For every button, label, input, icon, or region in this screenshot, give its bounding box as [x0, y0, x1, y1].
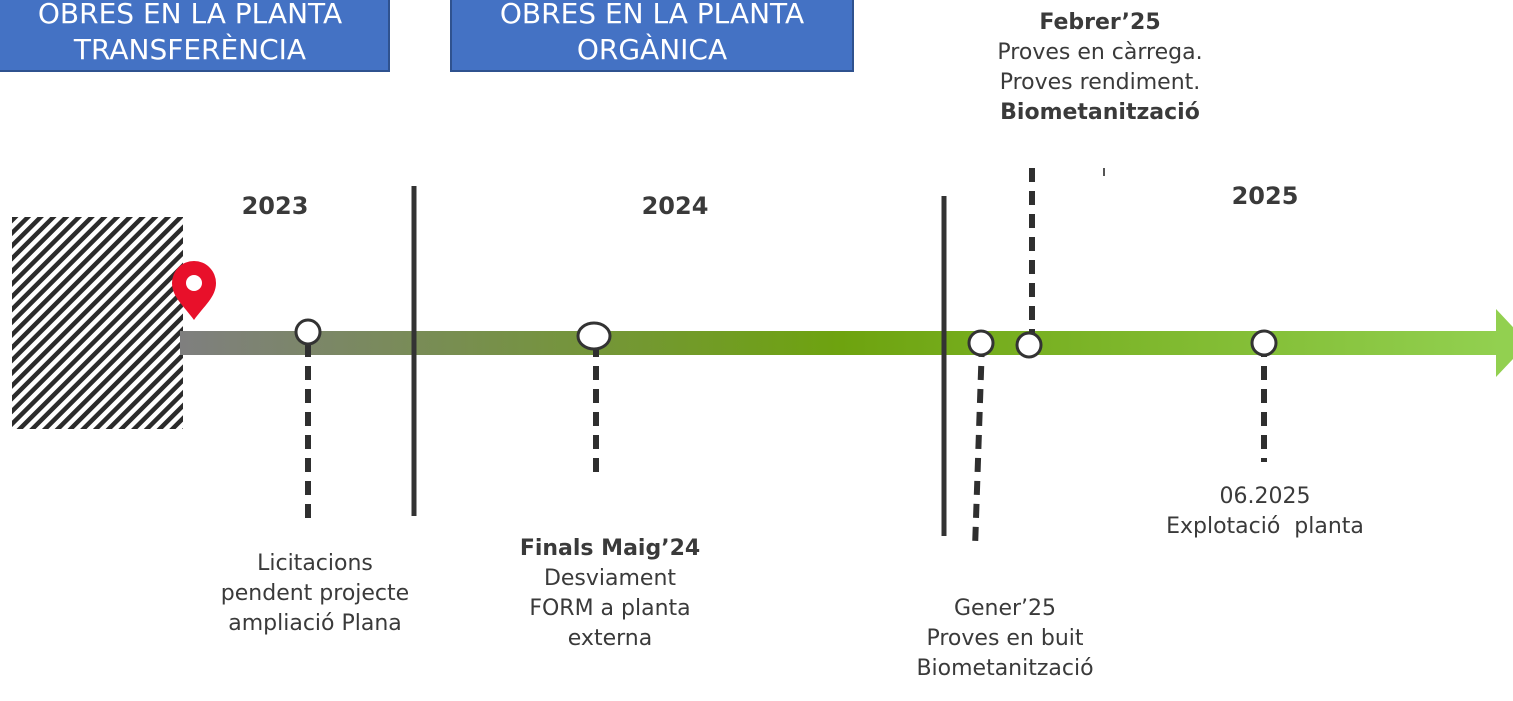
milestone-dot-febrer25: [1015, 331, 1043, 359]
label-febrer25-title: Febrer’25: [1039, 10, 1161, 35]
year-2025: 2025: [1231, 182, 1299, 210]
milestone-dot-juny25: [1250, 329, 1278, 357]
label-maig24-line2: FORM a planta: [529, 596, 691, 621]
label-licitacions-line3: ampliació Plana: [228, 611, 402, 636]
label-juny25: 06.2025 Explotació planta: [1140, 482, 1390, 542]
label-febrer25-line2: Proves rendiment.: [999, 70, 1201, 95]
label-licitacions-line1: Licitacions: [257, 551, 373, 576]
milestone-dot-maig24: [576, 321, 612, 351]
label-maig24-title: Finals Maig’24: [519, 536, 701, 561]
milestone-dot-licitacions: [294, 318, 322, 346]
milestone-dot-gener25: [967, 329, 995, 357]
box-obres-transferencia: OBRES EN LA PLANTA TRANSFERÈNCIA: [0, 0, 390, 72]
box-transfer-line1: OBRES EN LA PLANTA: [37, 0, 343, 30]
location-pin-icon: [172, 261, 216, 320]
label-juny25-line1: 06.2025: [1219, 484, 1311, 509]
year-2024: 2024: [641, 192, 709, 220]
label-febrer25-line1: Proves en càrrega.: [997, 40, 1203, 65]
hatched-block: [12, 217, 183, 429]
label-gener25-line3: Biometanització: [916, 656, 1094, 681]
label-maig24-line1: Desviament: [543, 566, 677, 591]
label-febrer25: Febrer’25 Proves en càrrega. Proves rend…: [950, 8, 1250, 128]
label-maig24-line3: externa: [567, 626, 653, 651]
label-febrer25-line3: Biometanització: [1000, 100, 1200, 125]
box-organic-line2: ORGÀNICA: [576, 33, 728, 66]
label-gener25-line2: Proves en buit: [926, 626, 1084, 651]
box-organic-line1: OBRES EN LA PLANTA: [499, 0, 805, 30]
label-gener25: Gener’25 Proves en buit Biometanització: [880, 594, 1130, 684]
box-obres-organica: OBRES EN LA PLANTA ORGÀNICA: [450, 0, 854, 72]
box-transfer-line2: TRANSFERÈNCIA: [73, 33, 307, 66]
label-maig24: Finals Maig’24 Desviament FORM a planta …: [485, 534, 735, 654]
year-2023: 2023: [241, 192, 309, 220]
label-licitacions-line2: pendent projecte: [220, 581, 410, 606]
label-licitacions: Licitacions pendent projecte ampliació P…: [190, 549, 440, 639]
timeline-arrow: [180, 309, 1513, 377]
connector-gener25: [972, 342, 985, 549]
label-juny25-line2: Explotació planta: [1166, 514, 1364, 539]
label-gener25-line1: Gener’25: [953, 596, 1057, 621]
